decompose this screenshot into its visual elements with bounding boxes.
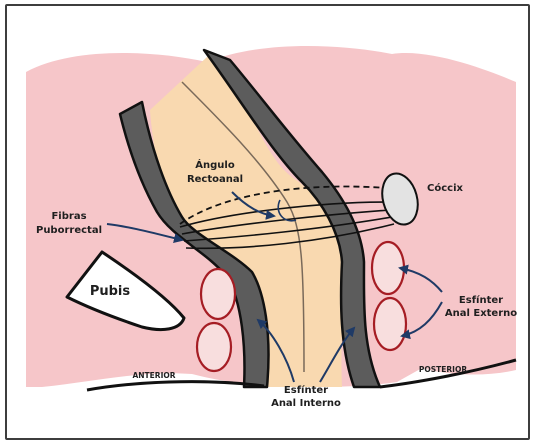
label-esfinter-interno-line1: Esfínter: [284, 384, 328, 396]
label-esfinter-externo-line2: Anal Externo: [445, 308, 517, 319]
label-angulo-line1: Ángulo: [195, 158, 235, 171]
label-pubis: Pubis: [90, 284, 131, 299]
label-fibras-line1: Fibras: [51, 211, 86, 222]
anorectal-diagram: Ángulo Rectoanal Cóccix Fibras Puborrect…: [7, 6, 530, 440]
label-esfinter-externo-line1: Esfínter: [459, 294, 503, 306]
label-coccix: Cóccix: [427, 182, 463, 194]
label-posterior: POSTERIOR: [419, 365, 467, 374]
label-fibras-line2: Puborrectal: [36, 225, 102, 236]
label-anterior: ANTERIOR: [132, 371, 175, 380]
anterior-floor-line: [87, 382, 264, 390]
label-angulo-line2: Rectoanal: [187, 174, 243, 185]
label-esfinter-interno-line2: Anal Interno: [271, 398, 341, 409]
diagram-frame: Ángulo Rectoanal Cóccix Fibras Puborrect…: [5, 4, 530, 440]
